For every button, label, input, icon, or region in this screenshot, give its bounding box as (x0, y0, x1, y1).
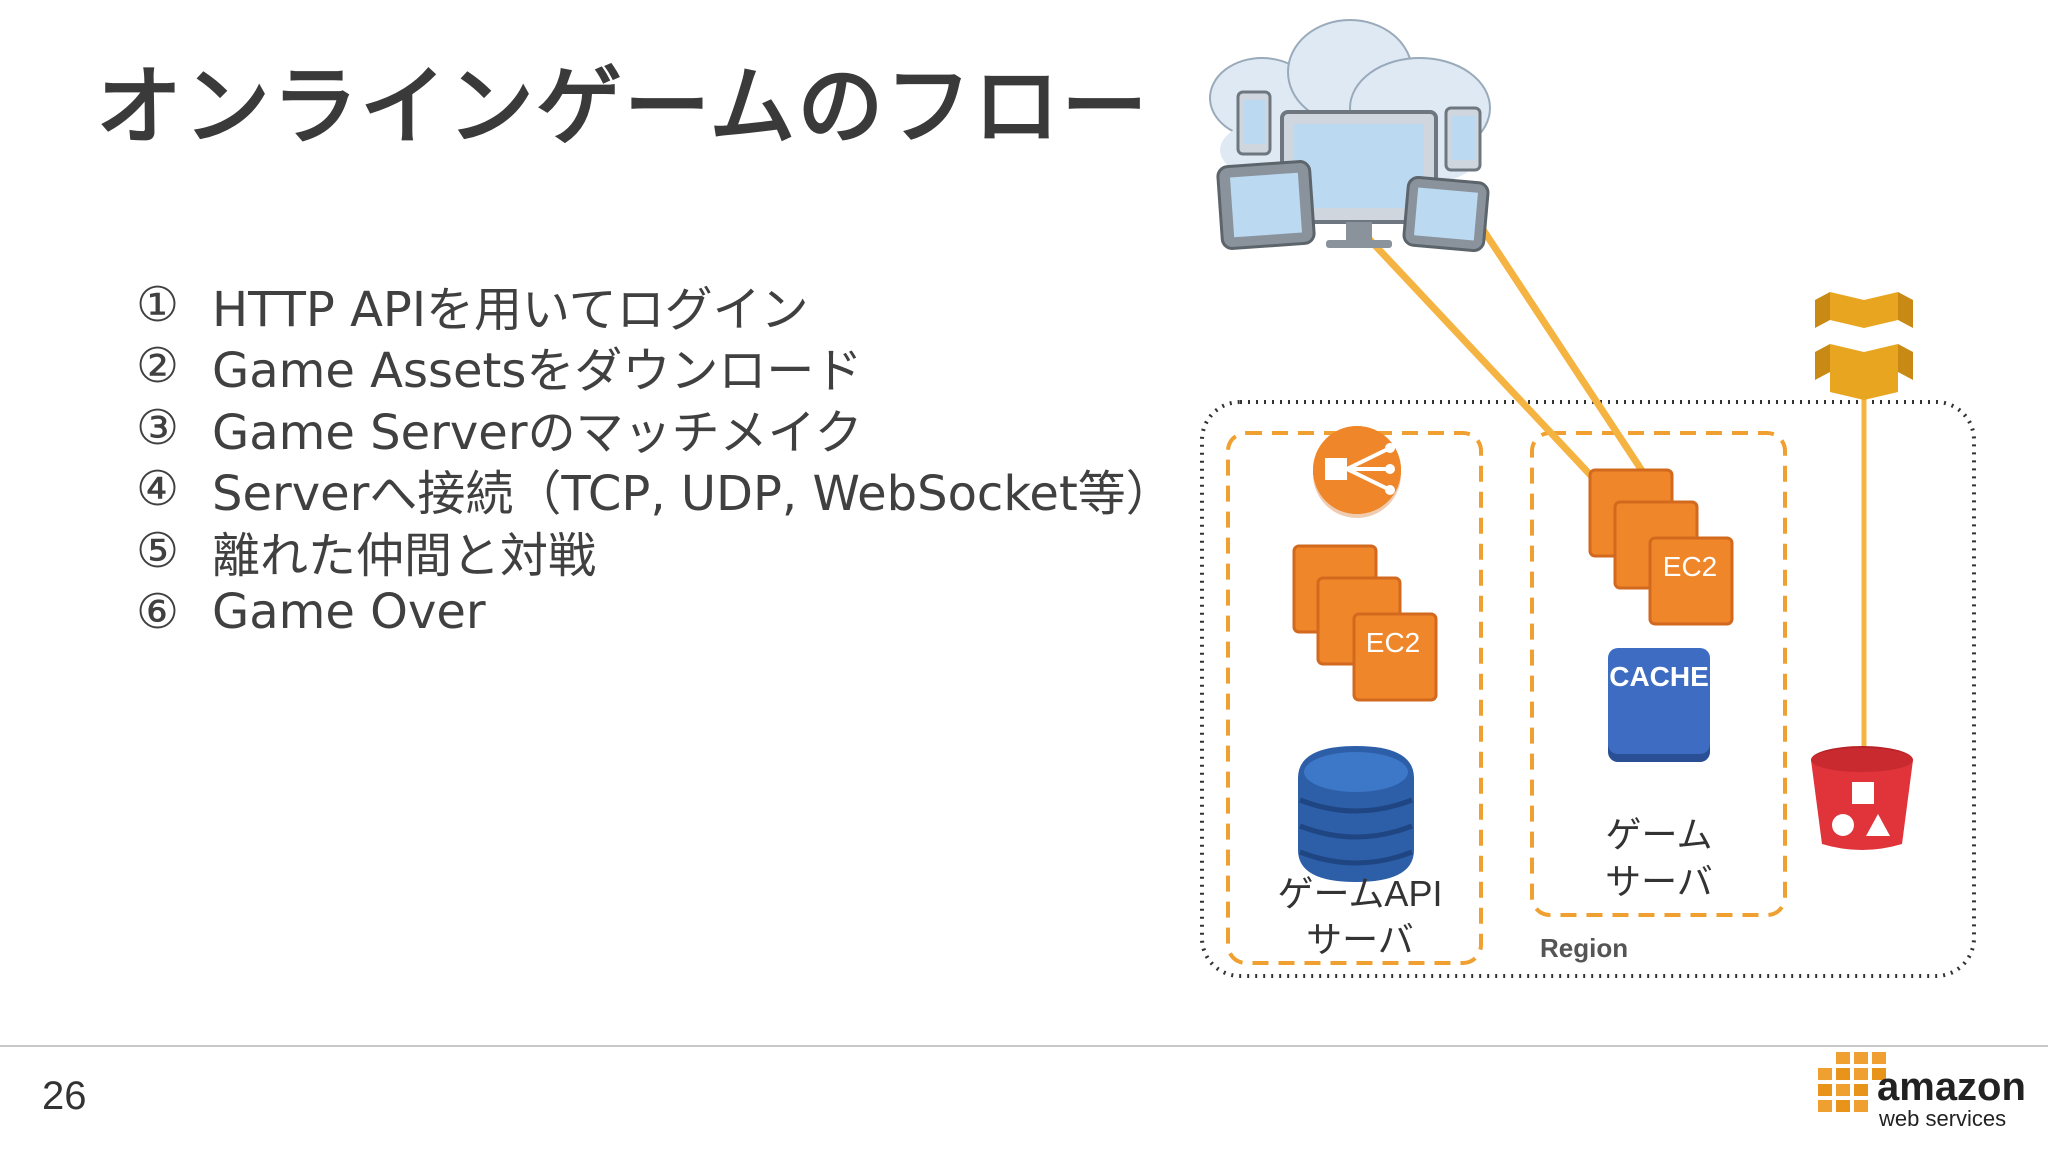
step-number: ④ (136, 461, 180, 518)
step-text: 離れた仲間と対戦 (212, 527, 597, 584)
step-item: ② Game Assetsをダウンロード (136, 336, 1174, 399)
aws-logo-word-amazon: amazon (1877, 1065, 2026, 1109)
aws-logo-cubes-icon (1818, 1052, 1886, 1112)
page-number: 26 (42, 1074, 87, 1118)
s3-bucket-icon (1811, 746, 1913, 850)
connector-line-left (1366, 236, 1616, 502)
game-api-server-label-line2: サーバ (1306, 919, 1414, 960)
step-text: Serverへ接続（TCP, UDP, WebSocket等） (212, 466, 1174, 523)
cache-label: CACHE (1609, 661, 1709, 692)
step-number: ③ (136, 399, 180, 456)
cloudfront-icon (1815, 292, 1913, 400)
game-server-label-line2: サーバ (1605, 861, 1713, 902)
game-server-group-box (1530, 431, 1787, 917)
step-text: Game Assetsをダウンロード (212, 343, 863, 400)
game-server-label-line1: ゲーム (1606, 814, 1713, 855)
step-text: Game Serverのマッチメイク (212, 404, 863, 461)
slide-title: オンラインゲームのフロー (96, 57, 1150, 157)
dynamodb-icon (1298, 746, 1414, 882)
region-label: Region (1540, 933, 1628, 963)
step-number: ② (136, 338, 180, 395)
step-item: ⑥ Game Over (136, 582, 1174, 644)
footer-divider (0, 1045, 2048, 1047)
ec2-instances-right-icon: EC2 (1588, 468, 1734, 626)
step-item: ③ Game Serverのマッチメイク (136, 397, 1174, 461)
aws-logo-word-web-services: web services (1878, 1106, 2006, 1131)
ec2-label-left: EC2 (1366, 627, 1420, 658)
ec2-instances-left-icon: EC2 (1292, 544, 1438, 702)
step-item: ① HTTP APIを用いてログイン (136, 274, 1174, 338)
step-item: ⑤ 離れた仲間と対戦 (136, 520, 1174, 584)
connector-line-right (1476, 221, 1664, 502)
step-number: ⑤ (136, 522, 180, 579)
step-text: HTTP APIを用いてログイン (212, 281, 809, 338)
step-number: ⑥ (136, 584, 180, 641)
ec2-label-right: EC2 (1663, 551, 1717, 582)
step-item: ④ Serverへ接続（TCP, UDP, WebSocket等） (136, 459, 1174, 522)
client-devices-cloud-icon (1209, 19, 1491, 253)
game-api-server-label-line1: ゲームAPI (1278, 873, 1443, 914)
aws-logo: amazon web services (1818, 1052, 2026, 1131)
step-text: Game Over (212, 584, 486, 641)
elasticache-icon: CACHE (1608, 648, 1710, 762)
step-number: ① (136, 276, 180, 333)
load-balancer-icon (1313, 426, 1401, 518)
